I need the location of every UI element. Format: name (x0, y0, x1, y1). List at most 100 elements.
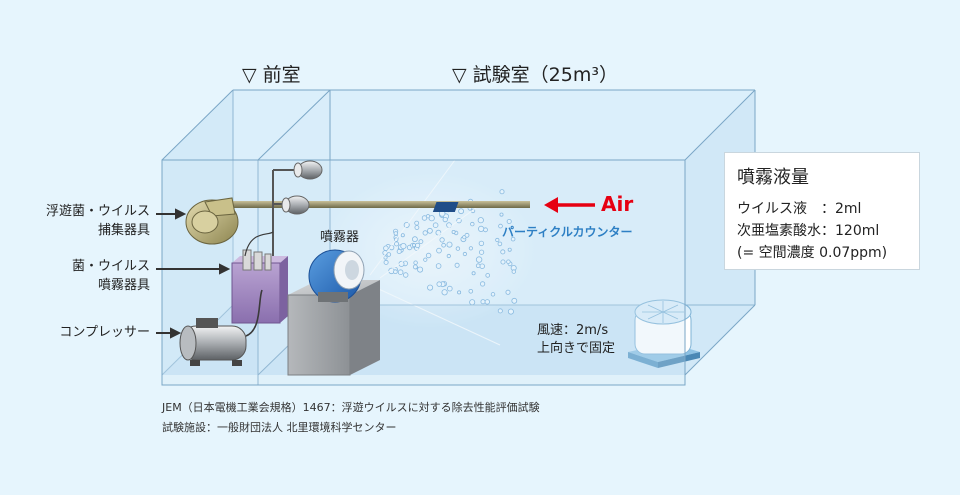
test-room-label: ▽ 試験室（25m³） (452, 64, 618, 86)
mist-particle (506, 218, 512, 224)
note-standard: JEM（日本電機工業会規格）1467：浮遊ウイルスに対する除去性能評価試験 (162, 401, 540, 414)
fan-label-line2: 上向きで固定 (537, 341, 616, 356)
mist-particle (498, 223, 503, 229)
mist-particle (506, 259, 511, 264)
mist-particle (426, 227, 433, 234)
mist-particle (470, 221, 475, 227)
mist-particle (505, 289, 511, 295)
mist-particle (411, 243, 416, 248)
mist-particle (490, 292, 496, 297)
mist-particle (425, 214, 431, 219)
spray-volume-row-virus: ウイルス液 ：2ml (737, 201, 862, 217)
mist-particle (441, 289, 448, 296)
collector-label-line2: 捕集器具 (97, 223, 150, 238)
mist-particle (441, 242, 446, 248)
mist-particle (411, 236, 418, 243)
mist-particle (507, 308, 514, 315)
mist-particle (477, 225, 485, 232)
fan-unit (628, 299, 700, 368)
air-label: Air (601, 192, 634, 216)
collector-label-line1: 浮遊菌・ウイルス (45, 204, 150, 219)
mist-particle (471, 271, 476, 276)
mist-particle (507, 247, 512, 252)
mist-particle (511, 269, 516, 274)
fan-label-line1: 風速：2m/s (537, 323, 609, 338)
mist-particle (422, 230, 428, 236)
mist-particle (397, 269, 404, 276)
mist-particle (413, 260, 418, 265)
mist-particle (400, 243, 407, 250)
mist-particle (432, 222, 439, 229)
mist-particle (468, 246, 473, 251)
mist-particle (478, 240, 485, 247)
mist-particle (497, 241, 503, 247)
mist-particle (435, 263, 442, 269)
mist-particle (446, 285, 453, 292)
fan-label: 風速：2m/s 上向きで固定 (537, 322, 615, 358)
mist-particle (499, 189, 505, 195)
mist-particle (479, 281, 486, 287)
mist-particle (414, 225, 420, 230)
mist-particle (495, 237, 500, 243)
mist-particle (497, 308, 503, 314)
mist-particle (462, 251, 467, 257)
mist-particle (428, 215, 435, 222)
sprayer-equipment-label-line2: 噴霧器具 (97, 278, 150, 293)
anteroom-label: ▽ 前室 (242, 64, 301, 86)
mist-particle (475, 263, 481, 269)
mist-particle (400, 233, 405, 238)
compressor-device (179, 318, 247, 366)
sprayer-equipment-label: 菌・ウイルス 噴霧器具 (72, 257, 150, 295)
mist-particle (425, 252, 432, 259)
mist-particle (458, 208, 465, 215)
mist-particle (454, 262, 460, 268)
mist-particle (442, 217, 448, 223)
mist-particle (403, 272, 409, 278)
mist-particle (455, 246, 461, 251)
mist-particle (485, 273, 491, 278)
mist-particle (511, 297, 518, 304)
mist-particle (457, 290, 462, 295)
mist-particle (418, 239, 424, 245)
nebulizer-label: 噴霧器 (320, 230, 360, 245)
air-arrow (544, 197, 595, 213)
mist-particle (477, 217, 484, 224)
compressor-label: コンプレッサー (59, 325, 150, 340)
mist-particle (383, 259, 389, 265)
mist-particle (393, 269, 398, 275)
nebulizer-device (287, 249, 380, 376)
mist-particle (417, 266, 424, 273)
mist-particle (383, 255, 388, 260)
mist-particle (412, 264, 418, 270)
particle-counter-label: パーティクルカウンター (502, 225, 633, 239)
mist-particle (423, 257, 428, 262)
mist-particle (446, 253, 451, 259)
spray-volume-row-hypochlorous: 次亜塩素酸水：120ml (737, 223, 880, 239)
mist-particle (499, 212, 504, 217)
mist-particle (464, 232, 470, 238)
mist-particle (436, 281, 442, 287)
mist-particle (436, 247, 442, 254)
mist-particle (421, 215, 428, 221)
spray-volume-title: 噴霧液量 (737, 167, 809, 188)
mist-particle (414, 220, 420, 226)
spray-volume-box: 噴霧液量 ウイルス液 ：2ml 次亜塩素酸水：120ml (= 空間濃度 0.0… (724, 152, 920, 270)
sprayer-equipment-label-line1: 菌・ウイルス (71, 259, 150, 274)
mist-particle (478, 249, 485, 255)
mist-particle (475, 256, 483, 263)
spray-volume-row-concentration: (= 空間濃度 0.07ppm) (737, 245, 888, 261)
note-facility: 試験施設：一般財団法人 北里環境科学センター (162, 421, 397, 434)
collector-device (185, 197, 239, 245)
mist-particle (439, 237, 445, 243)
mist-particle (468, 288, 474, 294)
mist-particle (451, 229, 456, 234)
mist-particle (446, 241, 453, 248)
mist-particle (510, 236, 516, 242)
notes: JEM（日本電機工業会規格）1467：浮遊ウイルスに対する除去性能評価試験 試験… (162, 398, 540, 438)
spray-equipment (231, 249, 288, 324)
mist-particle (427, 284, 434, 291)
collector-label: 浮遊菌・ウイルス 捕集器具 (46, 202, 150, 240)
mist-particle (500, 249, 506, 255)
